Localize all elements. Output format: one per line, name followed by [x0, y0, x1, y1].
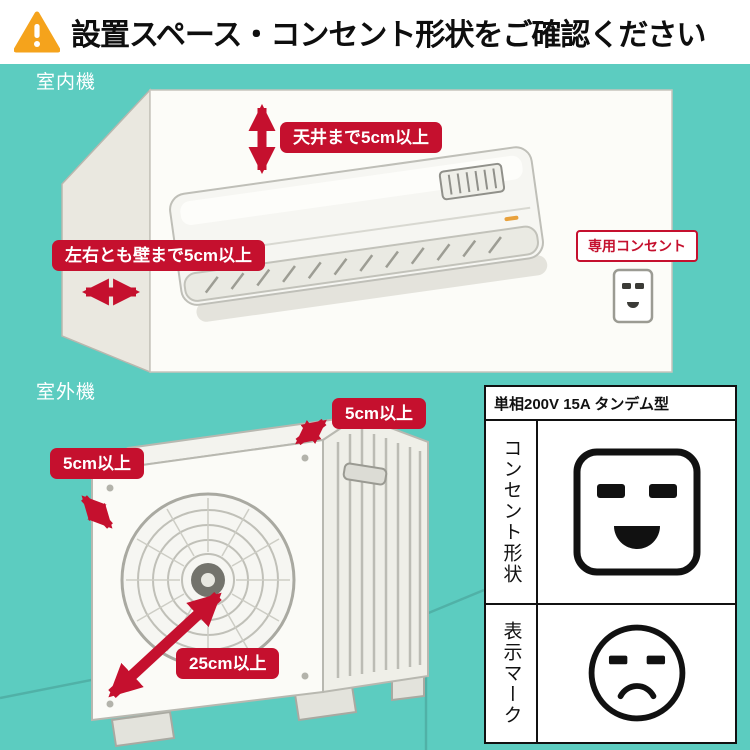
- warning-triangle-icon: [14, 11, 60, 53]
- page-title: 設置スペース・コンセント形状をご確認ください: [71, 19, 706, 52]
- outdoor-section-label: 室外機: [36, 382, 97, 403]
- indoor-section-label: 室内機: [36, 72, 97, 93]
- indoor-unit-louvers: [204, 236, 502, 294]
- top-clearance-arrow: [295, 418, 327, 446]
- outdoor-fan-grille: [120, 492, 296, 668]
- tandem-display-mark-icon: [588, 624, 685, 722]
- outdoor-front-clearance-label: 25cm以上: [176, 648, 280, 680]
- dedicated-outlet-label: 専用コンセント: [576, 230, 698, 262]
- outlet-spec-panel: 単相200V 15A タンデム型 コンセント形状 表示マーク: [484, 385, 737, 744]
- outdoor-left-clearance-label: 5cm以上: [50, 448, 145, 480]
- side-clearance-label: 左右とも壁まで5cm以上: [52, 240, 266, 272]
- header-bar: 設置スペース・コンセント形状をご確認ください: [0, 0, 750, 64]
- indoor-scene-illustration: [61, 88, 673, 374]
- ceiling-clearance-label: 天井まで5cm以上: [280, 122, 443, 154]
- display-mark-row: 表示マーク: [486, 602, 735, 742]
- spec-panel-title: 単相200V 15A タンデム型: [486, 387, 735, 421]
- outlet-200v-tandem-icon: [573, 448, 700, 576]
- wall-outlet-illustration: [612, 268, 654, 324]
- front-clearance-arrow: [108, 591, 222, 699]
- left-clearance-arrow: [81, 495, 113, 529]
- display-mark-label: 表示マーク: [486, 604, 538, 742]
- indoor-unit-vent-grille: [438, 162, 506, 201]
- outdoor-scene-illustration: [0, 414, 484, 750]
- outdoor-top-clearance-label: 5cm以上: [332, 398, 427, 430]
- outlet-shape-label: コンセント形状: [486, 421, 538, 603]
- outlet-shape-row: コンセント形状: [486, 421, 735, 603]
- outdoor-unit-handle: [342, 462, 388, 486]
